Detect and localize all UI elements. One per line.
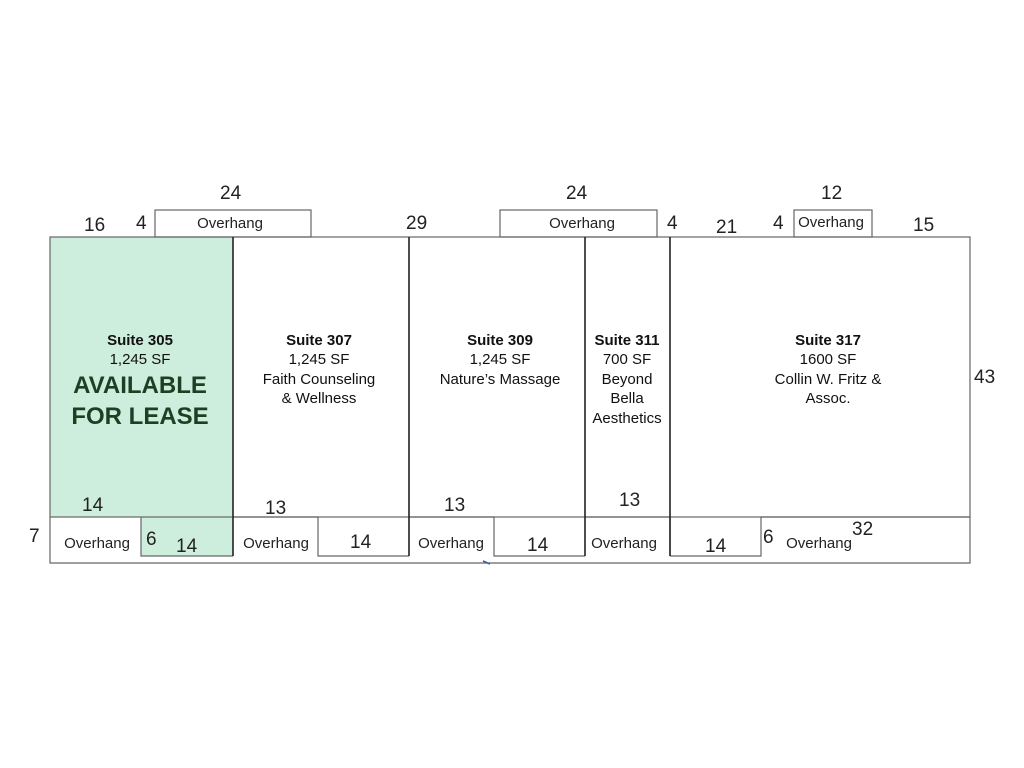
suite-305-title: Suite 305	[107, 332, 173, 349]
overhang-label-bottom-309: Overhang	[418, 535, 484, 552]
overhang-label-top-3: Overhang	[798, 214, 864, 231]
dim-317-notch-width: 14	[705, 536, 727, 557]
suite-317-area: 1600 SF	[800, 351, 857, 368]
suite-317-tenant-line1: Collin W. Fritz &	[775, 371, 882, 388]
building-outline	[49, 236, 971, 518]
dim-top-right-width: 21	[716, 217, 737, 238]
dim-317-notch-depth: 6	[763, 527, 774, 548]
suite-309: Suite 309 1,245 SF Nature’s Massage	[440, 332, 561, 388]
dim-right-depth: 43	[974, 367, 995, 388]
suite-309-title: Suite 309	[467, 332, 533, 349]
notch-309	[409, 516, 585, 557]
suite-307: Suite 307 1,245 SF Faith Counseling & We…	[263, 332, 376, 407]
notch-305	[140, 517, 233, 557]
suite-307-tenant-line1: Faith Counseling	[263, 371, 376, 388]
overhang-label-top-1: Overhang	[197, 215, 263, 232]
suite-307-area: 1,245 SF	[289, 351, 350, 368]
suite-317: Suite 317 1600 SF Collin W. Fritz & Asso…	[775, 332, 882, 407]
suite-311: Suite 311 700 SF Beyond Bella Aesthetics	[592, 332, 661, 427]
dim-317-rear: 32	[852, 519, 873, 540]
suite-309-tenant-line1: Nature’s Massage	[440, 371, 561, 388]
overhang-label-bottom-317: Overhang	[786, 535, 852, 552]
overhang-label-bottom-305: Overhang	[64, 535, 130, 552]
dim-305-notch-width: 14	[176, 536, 198, 557]
suite-311-area: 700 SF	[603, 351, 651, 368]
overhang-label-bottom-307: Overhang	[243, 535, 309, 552]
dim-top-overhang2-offset: 4	[667, 213, 678, 234]
dim-305-rear: 14	[82, 495, 104, 516]
suite-311-tenant-line1: Beyond	[602, 371, 653, 388]
suite-305: Suite 305 1,245 SF AVAILABLE FOR LEASE	[71, 332, 208, 430]
dim-309-rear: 13	[444, 495, 465, 516]
dim-bottom-left-depth: 7	[29, 526, 40, 547]
suite-311-tenant-line2: Bella	[610, 390, 644, 407]
overhang-label-bottom-311: Overhang	[591, 535, 657, 552]
suite-311-tenant-line3: Aesthetics	[592, 410, 661, 427]
suite-317-title: Suite 317	[795, 332, 861, 349]
dim-top-left-width: 16	[84, 215, 105, 236]
dim-top-far-right: 15	[913, 215, 934, 236]
dim-307-rear: 13	[265, 498, 286, 519]
suite-305-available-fill	[50, 237, 233, 556]
dim-top-overhang3-length: 12	[821, 183, 842, 204]
dim-top-overhang1-length: 24	[220, 183, 242, 204]
overhang-label-top-2: Overhang	[549, 215, 615, 232]
dim-top-mid-width: 29	[406, 213, 427, 234]
suite-317-tenant-line2: Assoc.	[805, 390, 850, 407]
dim-305-notch-depth: 6	[146, 529, 157, 550]
suite-307-tenant-line2: & Wellness	[282, 390, 357, 407]
suite-305-status-line1: AVAILABLE	[73, 372, 207, 399]
suite-309-area: 1,245 SF	[470, 351, 531, 368]
dim-309-notch-width: 14	[527, 535, 549, 556]
suite-305-area: 1,245 SF	[110, 351, 171, 368]
suite-307-title: Suite 307	[286, 332, 352, 349]
suite-305-status-line2: FOR LEASE	[71, 403, 208, 430]
dim-307-notch-width: 14	[350, 532, 372, 553]
bottom-overhang-strip	[49, 517, 971, 564]
suite-311-title: Suite 311	[594, 332, 659, 349]
dim-top-overhang1-offset: 4	[136, 213, 147, 234]
dim-top-overhang2-length: 24	[566, 183, 588, 204]
notch-307	[233, 516, 409, 557]
notch-317	[670, 516, 970, 557]
dim-top-overhang3-offset: 4	[773, 213, 784, 234]
tick-mark	[482, 560, 491, 565]
dim-311-rear: 13	[619, 490, 640, 511]
